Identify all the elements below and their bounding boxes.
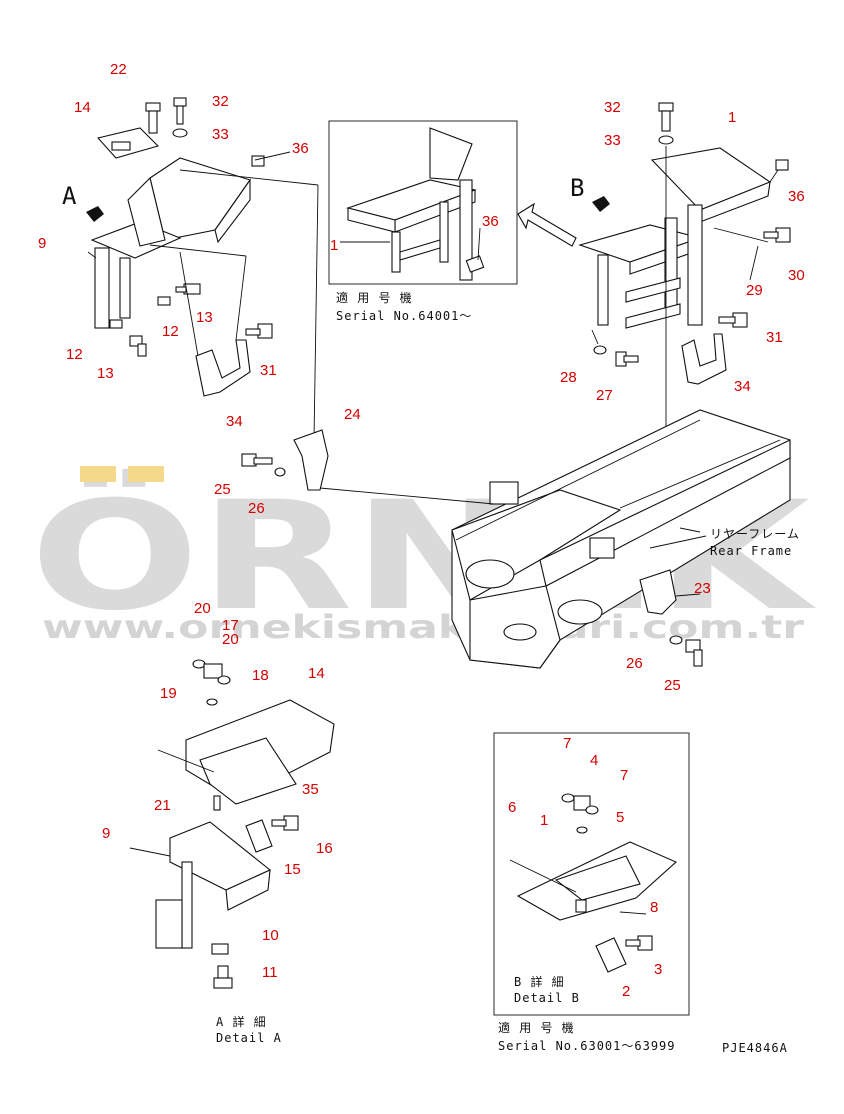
detail-b-label-en: Detail B [514,991,580,1005]
part-number: 20 [194,600,211,617]
part-number: 28 [560,369,577,386]
part-number: 12 [66,346,83,363]
part-number: 20 [222,631,239,648]
part-number: 32 [212,93,229,110]
part-number: 13 [196,309,213,326]
part-number: 33 [604,132,621,149]
part-number: 25 [214,481,231,498]
part-number: 6 [508,799,516,816]
detail-a [129,659,335,989]
part-number-labels: 22 32 14 33 36 9 13 12 12 13 31 34 1 36 … [38,61,805,1000]
part-number: 1 [728,109,736,126]
detail-a-label-en: Detail A [216,1031,282,1045]
view-label-a: A [62,182,77,210]
part-number: 31 [260,362,277,379]
part-number: 5 [616,809,624,826]
watermark-accent-mark [80,466,116,482]
part-number: 8 [650,899,658,916]
part-number: 32 [604,99,621,116]
part-number: 35 [302,781,319,798]
part-number: 7 [563,735,571,752]
detail-b [509,793,678,973]
assembly-top-right [578,102,791,520]
part-number: 14 [74,99,91,116]
part-number: 36 [788,188,805,205]
part-number: 18 [252,667,269,684]
serial-label-en-1: Serial No.64001～ [336,309,472,323]
detail-b-label-ja: B 詳 細 [514,974,565,989]
view-label-b: B [570,174,584,202]
part-number: 26 [248,500,265,517]
drawing-code: PJE4846A [722,1041,788,1055]
rear-frame [241,409,791,669]
rear-frame-label-en: Rear Frame [710,544,792,558]
inset-step-serial-64001 [340,127,485,281]
part-number: 11 [262,964,278,981]
part-number: 31 [766,329,783,346]
serial-label-ja-1: 適 用 号 機 [336,290,413,305]
part-number: 4 [590,752,598,769]
part-number: 21 [154,797,171,814]
part-number: 1 [330,237,338,254]
part-number: 34 [734,378,751,395]
part-number: 3 [654,961,662,978]
inset-box-detail-b [493,732,690,1016]
part-number: 26 [626,655,643,672]
part-number: 36 [292,140,309,157]
part-number: 9 [102,825,110,842]
part-number: 22 [110,61,127,78]
part-number: 13 [97,365,114,382]
part-number: 2 [622,983,630,1000]
part-number: 36 [482,213,499,230]
serial-label-ja-2: 適 用 号 機 [498,1020,575,1035]
text-labels: A B 適 用 号 機 Serial No.64001～ リヤーフレーム Rea… [62,174,800,1055]
part-number: 9 [38,235,46,252]
part-number: 16 [316,840,333,857]
part-number: 33 [212,126,229,143]
view-arrow-a-icon [86,206,104,222]
rear-frame-label-ja: リヤーフレーム [710,527,800,541]
part-number: 14 [308,665,325,682]
serial-label-en-2: Serial No.63001～63999 [498,1039,676,1053]
part-number: 23 [694,580,711,597]
link-arrow-icon [517,202,577,247]
part-number: 27 [596,387,613,404]
detail-a-label-ja: A 詳 細 [216,1014,267,1029]
part-number: 24 [344,406,361,423]
part-number: 7 [620,767,628,784]
part-number: 17 [222,617,239,634]
part-number: 19 [160,685,177,702]
assembly-top-left [86,97,319,441]
part-number: 12 [162,323,179,340]
part-number: 15 [284,861,301,878]
part-number: 25 [664,677,681,694]
view-arrow-b-icon [592,196,610,212]
part-number: 10 [262,927,279,944]
watermark-accent-mark [128,466,164,482]
part-number: 1 [540,812,548,829]
part-number: 30 [788,267,805,284]
part-number: 34 [226,413,243,430]
part-number: 29 [746,282,763,299]
inset-box-serial-64001 [328,120,518,285]
